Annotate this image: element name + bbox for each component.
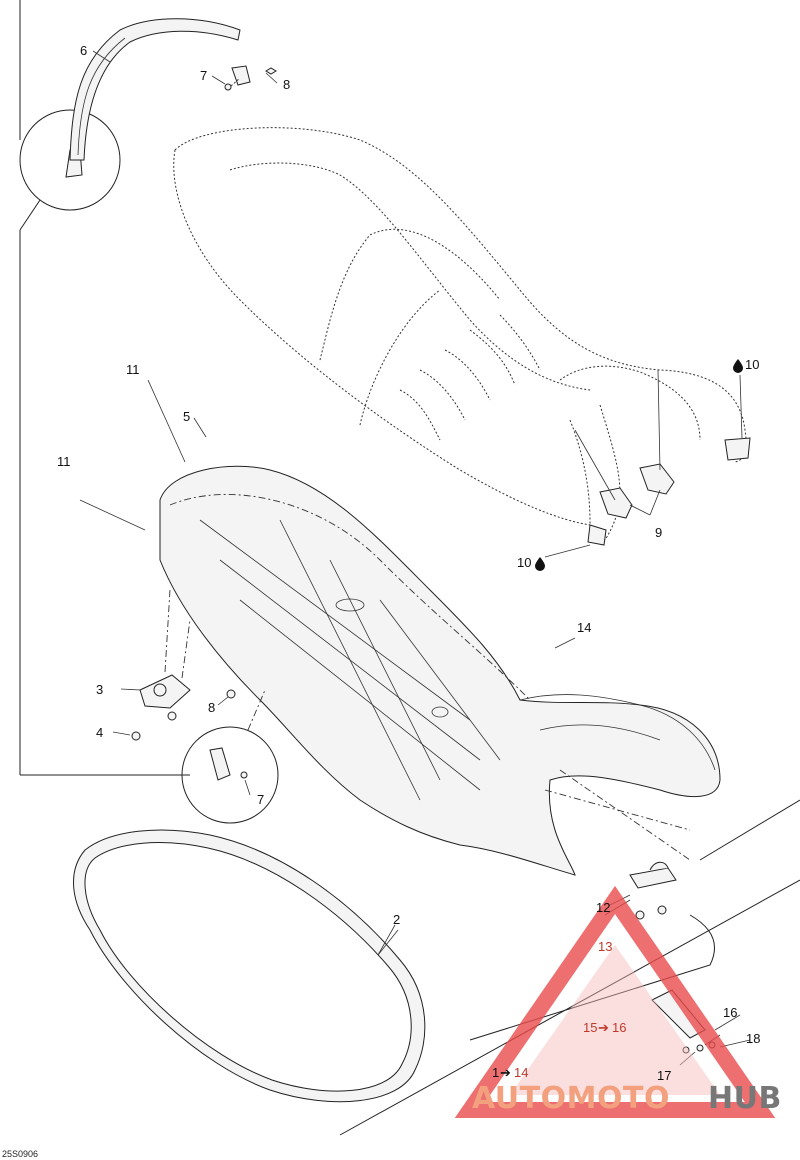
callout-16: 16 bbox=[723, 1005, 737, 1020]
clip-part-9 bbox=[574, 369, 675, 519]
hook-part-3 bbox=[131, 589, 191, 741]
callout-1: 1 ➔ 14 bbox=[492, 1065, 528, 1080]
callout-6: 6 bbox=[80, 43, 87, 58]
callout-9: 9 bbox=[655, 525, 662, 540]
watermark-logo bbox=[454, 885, 776, 1118]
callout-10-bottom: 10 bbox=[517, 555, 545, 571]
svg-text:10: 10 bbox=[745, 357, 759, 372]
callout-7-top: 7 bbox=[200, 68, 207, 83]
svg-text:15: 15 bbox=[583, 1020, 597, 1035]
drop-icon bbox=[535, 557, 545, 571]
watermark-part2: HUB bbox=[708, 1081, 782, 1116]
callouts: 6 7 8 11 11 5 3 4 8 7 2 14 9 10 10 12 13… bbox=[2, 43, 760, 1159]
svg-text:➔: ➔ bbox=[500, 1065, 511, 1080]
callout-7-bottom: 7 bbox=[257, 792, 264, 807]
callout-10-top: 10 bbox=[733, 357, 759, 373]
callout-5: 5 bbox=[183, 409, 190, 424]
svg-text:16: 16 bbox=[612, 1020, 626, 1035]
svg-text:10: 10 bbox=[517, 555, 531, 570]
watermark-part1: AUTOMOTO bbox=[472, 1081, 670, 1116]
drop-icon bbox=[733, 359, 743, 373]
callout-17: 17 bbox=[657, 1068, 671, 1083]
callout-12: 12 bbox=[596, 900, 610, 915]
seat-base bbox=[159, 465, 721, 876]
seat-cover bbox=[173, 127, 751, 546]
strap-part bbox=[69, 18, 241, 161]
callout-2: 2 bbox=[393, 912, 400, 927]
detail-circle-bottom bbox=[181, 689, 279, 824]
callout-14: 14 bbox=[577, 620, 591, 635]
leader-lines bbox=[79, 50, 751, 1066]
callout-15: 15 ➔ 16 bbox=[583, 1020, 626, 1035]
watermark-text: AUTOMOTO HUB bbox=[472, 1081, 782, 1116]
svg-text:➔: ➔ bbox=[598, 1020, 609, 1035]
seal-ring bbox=[73, 829, 426, 1103]
callout-18: 18 bbox=[746, 1031, 760, 1046]
clip-top bbox=[224, 65, 277, 91]
callout-8-top: 8 bbox=[283, 77, 290, 92]
callout-3: 3 bbox=[96, 682, 103, 697]
svg-text:1: 1 bbox=[492, 1065, 499, 1080]
callout-11-left: 11 bbox=[57, 454, 71, 469]
washer-part-8 bbox=[226, 689, 236, 699]
frame-lines bbox=[19, 0, 800, 1136]
bracket-part-12 bbox=[604, 861, 677, 920]
callout-13: 13 bbox=[598, 939, 612, 954]
callout-4: 4 bbox=[96, 725, 103, 740]
part-number: 25S0906 bbox=[2, 1149, 38, 1159]
callout-11-top: 11 bbox=[126, 362, 140, 377]
callout-8-mid: 8 bbox=[208, 700, 215, 715]
svg-text:14: 14 bbox=[514, 1065, 528, 1080]
